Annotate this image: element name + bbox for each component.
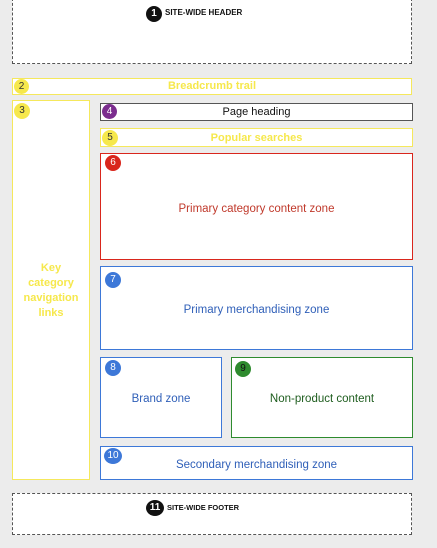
secondary-merchandising-zone: 10 Secondary merchandising zone xyxy=(100,446,413,480)
site-wide-header-zone: 1 SITE-WIDE HEADER xyxy=(12,0,412,64)
zone-label: Brand zone xyxy=(131,393,191,405)
zone-number-badge: 3 xyxy=(14,103,30,119)
zone-label: Key category navigation links xyxy=(23,262,79,319)
zone-label: Page heading xyxy=(222,106,291,118)
zone-label: SITE-WIDE FOOTER xyxy=(167,503,240,512)
zone-number-badge: 2 xyxy=(14,79,29,94)
non-product-content-zone: 9 Non-product content xyxy=(231,357,413,438)
zone-number-badge: 7 xyxy=(105,272,121,288)
zone-label: Popular searches xyxy=(210,132,303,144)
zone-label: Non-product content xyxy=(269,393,375,405)
zone-number-badge: 8 xyxy=(105,360,121,376)
brand-zone: 8 Brand zone xyxy=(100,357,222,438)
zone-label: Primary merchandising zone xyxy=(183,304,330,316)
popular-searches-zone: 5 Popular searches xyxy=(100,128,413,147)
zone-label: SITE-WIDE HEADER xyxy=(165,8,243,17)
zone-number-badge: 11 xyxy=(146,500,164,516)
zone-label: Secondary merchandising zone xyxy=(175,459,338,471)
zone-number-badge: 10 xyxy=(104,448,122,464)
primary-merchandising-zone: 7 Primary merchandising zone xyxy=(100,266,413,350)
zone-number-badge: 6 xyxy=(105,155,121,171)
site-wide-footer-zone: 11 SITE-WIDE FOOTER xyxy=(12,493,412,535)
category-navigation-zone: 3 Key category navigation links xyxy=(12,100,90,480)
zone-number-badge: 9 xyxy=(235,361,251,377)
page-heading-zone: 4 Page heading xyxy=(100,103,413,121)
zone-label: Primary category content zone xyxy=(178,203,335,215)
zone-number-badge: 5 xyxy=(102,130,118,146)
zone-number-badge: 4 xyxy=(102,104,117,119)
zone-label: Breadcrumb trail xyxy=(167,80,257,92)
zone-number-badge: 1 xyxy=(146,6,162,22)
primary-category-content-zone: 6 Primary category content zone xyxy=(100,153,413,260)
breadcrumb-zone: 2 Breadcrumb trail xyxy=(12,78,412,95)
